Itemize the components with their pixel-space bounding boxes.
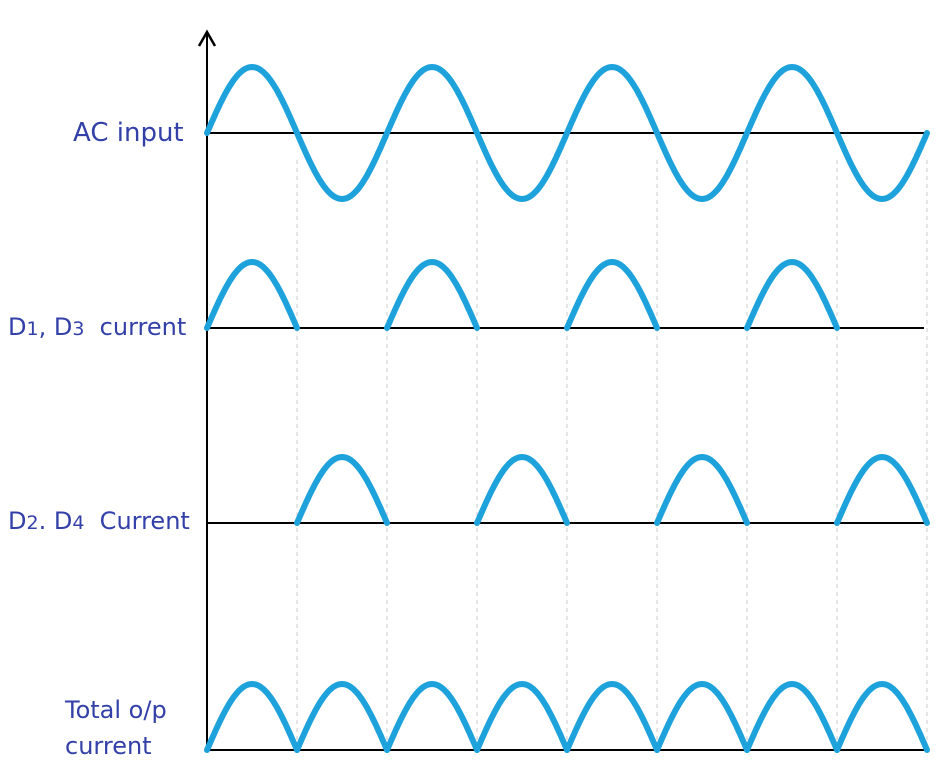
wave-pulse-total bbox=[294, 681, 390, 753]
label-line: Total o/p bbox=[65, 696, 167, 724]
wave-ac-input bbox=[204, 64, 930, 202]
wave-pulse-total bbox=[384, 681, 480, 753]
guide-lines bbox=[296, 160, 928, 752]
wave-pulse-d1-d3 bbox=[384, 259, 480, 331]
wave-pulse-total bbox=[744, 681, 840, 753]
label-part: . D bbox=[38, 507, 73, 535]
waveforms bbox=[204, 64, 930, 753]
vertical-axis-arrowhead bbox=[197, 29, 217, 47]
label-d1-d3-current: D1, D3 current bbox=[8, 313, 186, 342]
label-part: current bbox=[84, 313, 187, 341]
wave-pulse-d2-d4 bbox=[474, 454, 570, 526]
label-ac-input: AC input bbox=[73, 118, 184, 148]
label-part: D bbox=[8, 313, 27, 341]
label-line: current bbox=[65, 732, 152, 760]
wave-pulse-total bbox=[834, 681, 930, 753]
label-d2-d4-current: D2. D4 Current bbox=[8, 507, 190, 536]
wave-pulse-total bbox=[564, 681, 660, 753]
label-part: D bbox=[8, 507, 27, 535]
wave-pulse-d1-d3 bbox=[204, 259, 300, 331]
label-part: Current bbox=[84, 507, 190, 535]
label-subscript: 4 bbox=[72, 512, 85, 534]
label-subscript: 3 bbox=[72, 318, 85, 340]
label-subscript: 2 bbox=[26, 512, 39, 534]
wave-pulse-total bbox=[474, 681, 570, 753]
wave-pulse-d2-d4 bbox=[834, 454, 930, 526]
wave-pulse-total bbox=[654, 681, 750, 753]
label-subscript: 1 bbox=[26, 318, 39, 340]
label-part: , D bbox=[38, 313, 73, 341]
label-total-output-current: Total o/p current bbox=[65, 692, 167, 764]
wave-pulse-total bbox=[204, 681, 300, 753]
wave-pulse-d2-d4 bbox=[294, 454, 390, 526]
wave-pulse-d2-d4 bbox=[654, 454, 750, 526]
wave-pulse-d1-d3 bbox=[744, 259, 840, 331]
wave-pulse-d1-d3 bbox=[564, 259, 660, 331]
